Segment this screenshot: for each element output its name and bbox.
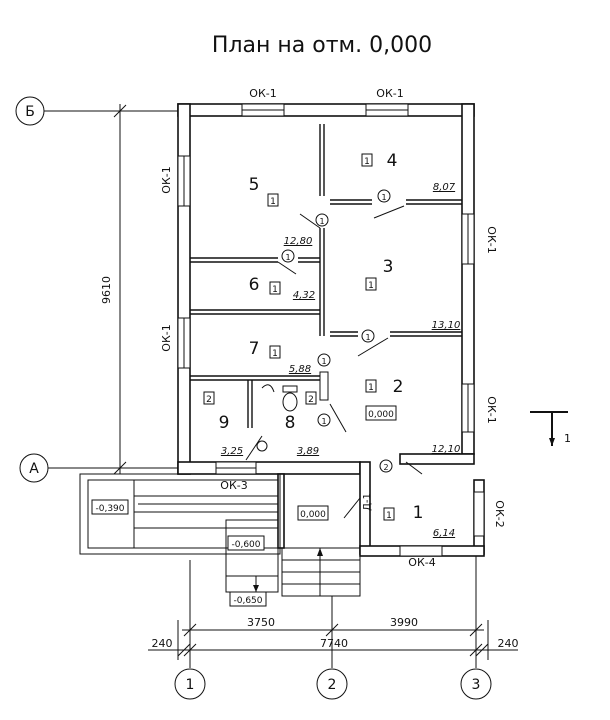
room-1: 1 1 6,14 (383, 503, 455, 539)
hall-level-box (365, 405, 397, 421)
section-mark (530, 411, 568, 446)
window-label: ОК-1 (249, 87, 276, 100)
room-area: 5,88 (289, 364, 311, 375)
step-level-box (227, 535, 265, 551)
partitions (190, 124, 462, 428)
window-label: ОК-1 (376, 87, 403, 100)
room-number: 3 (383, 257, 394, 277)
dimension-offset: 240 (498, 637, 519, 650)
window-label: ОК-4 (408, 556, 435, 569)
room-type: 1 (272, 285, 278, 295)
window-label: ОК-3 (220, 479, 247, 492)
room-8: 2 8 3,89 (285, 391, 319, 457)
svg-text:1: 1 (186, 677, 195, 693)
dimension-height: 9610 (100, 276, 113, 304)
room-number: 1 (413, 503, 424, 523)
room-2: 1 2 12,10 (365, 377, 461, 455)
door-number: 1 (319, 217, 324, 226)
room-7: 7 1 5,88 (249, 339, 312, 375)
room-type: 1 (272, 349, 278, 359)
room-area: 8,07 (433, 182, 456, 193)
door-number: 1 (285, 253, 290, 262)
porch-level: -0,390 (95, 504, 124, 514)
room-type: 1 (368, 281, 374, 291)
vestibule-level: 0,000 (300, 510, 326, 520)
plan-title: План на отм. 0,000 (212, 33, 432, 58)
room-area: 12,80 (284, 236, 313, 247)
svg-text:2: 2 (328, 677, 337, 693)
room-area: 6,14 (433, 528, 455, 539)
window-label: ОК-1 (485, 396, 498, 423)
window-label: ОК-1 (485, 226, 498, 253)
room-area: 4,32 (293, 290, 315, 301)
room-type: 1 (368, 383, 374, 393)
room-number: 5 (249, 175, 260, 195)
window-label: ОК-2 (493, 500, 506, 527)
room-type: 1 (386, 511, 392, 521)
axis-bubble-3: 3 (460, 668, 492, 700)
porch (79, 473, 361, 597)
room-type: 1 (364, 157, 370, 167)
step-level: -0,650 (233, 596, 262, 606)
room-6: 6 1 4,32 (249, 275, 316, 301)
door-number: 1 (321, 417, 326, 426)
room-9: 2 9 3,25 (203, 391, 243, 457)
room-type: 1 (270, 197, 276, 207)
room-area: 12,10 (432, 444, 461, 455)
toilet-icon (261, 384, 298, 412)
svg-text:3: 3 (472, 677, 481, 693)
room-area: 3,89 (297, 446, 319, 457)
room-number: 8 (285, 413, 296, 433)
hall-level: 0,000 (368, 410, 394, 420)
door-number: 1 (321, 357, 326, 366)
room-4: 1 4 8,07 (361, 151, 456, 193)
dimension-bay: 3750 (247, 616, 275, 629)
svg-text:A: A (29, 461, 39, 477)
room-number: 4 (387, 151, 398, 171)
axis-bubble-1: 1 (174, 668, 206, 700)
dimension-overall: 7740 (320, 637, 348, 650)
room-5: 5 1 12,80 (249, 175, 313, 247)
room-area: 3,25 (221, 446, 243, 457)
room-number: 2 (393, 377, 404, 397)
window-label: ОК-1 (160, 166, 173, 193)
axis-bubble-a: A (19, 453, 49, 483)
dimension-offset: 240 (152, 637, 173, 650)
room-number: 6 (249, 275, 260, 295)
axis-lines (44, 110, 477, 668)
horizontal-dimensions (148, 620, 518, 660)
door-number: 1 (365, 333, 370, 342)
vestibule-level-box (297, 505, 329, 521)
door-markers: 1 1 1 1 1 1 2 (256, 189, 393, 473)
axis-bubble-2: 2 (316, 668, 348, 700)
axis-bubble-b: Б (15, 96, 45, 126)
porch-level-box (91, 499, 129, 515)
section-number: 1 (564, 432, 571, 445)
svg-text:Б: Б (25, 104, 35, 120)
room-3: 3 1 13,10 (365, 257, 461, 331)
room-number: 9 (219, 413, 230, 433)
step-level: -0,600 (231, 540, 260, 550)
step-level-box (229, 591, 267, 607)
door-label: Д-1 (362, 493, 373, 511)
window-label: ОК-1 (160, 324, 173, 351)
room-number: 7 (249, 339, 260, 359)
windows (177, 103, 485, 557)
room-area: 13,10 (432, 320, 461, 331)
door-number: 1 (381, 193, 386, 202)
door-number: 2 (383, 463, 388, 472)
room-type: 2 (308, 395, 314, 405)
vertical-dimension (113, 104, 127, 475)
door-swings (245, 205, 423, 519)
room-type: 2 (206, 395, 212, 405)
dimension-bay: 3990 (390, 616, 418, 629)
